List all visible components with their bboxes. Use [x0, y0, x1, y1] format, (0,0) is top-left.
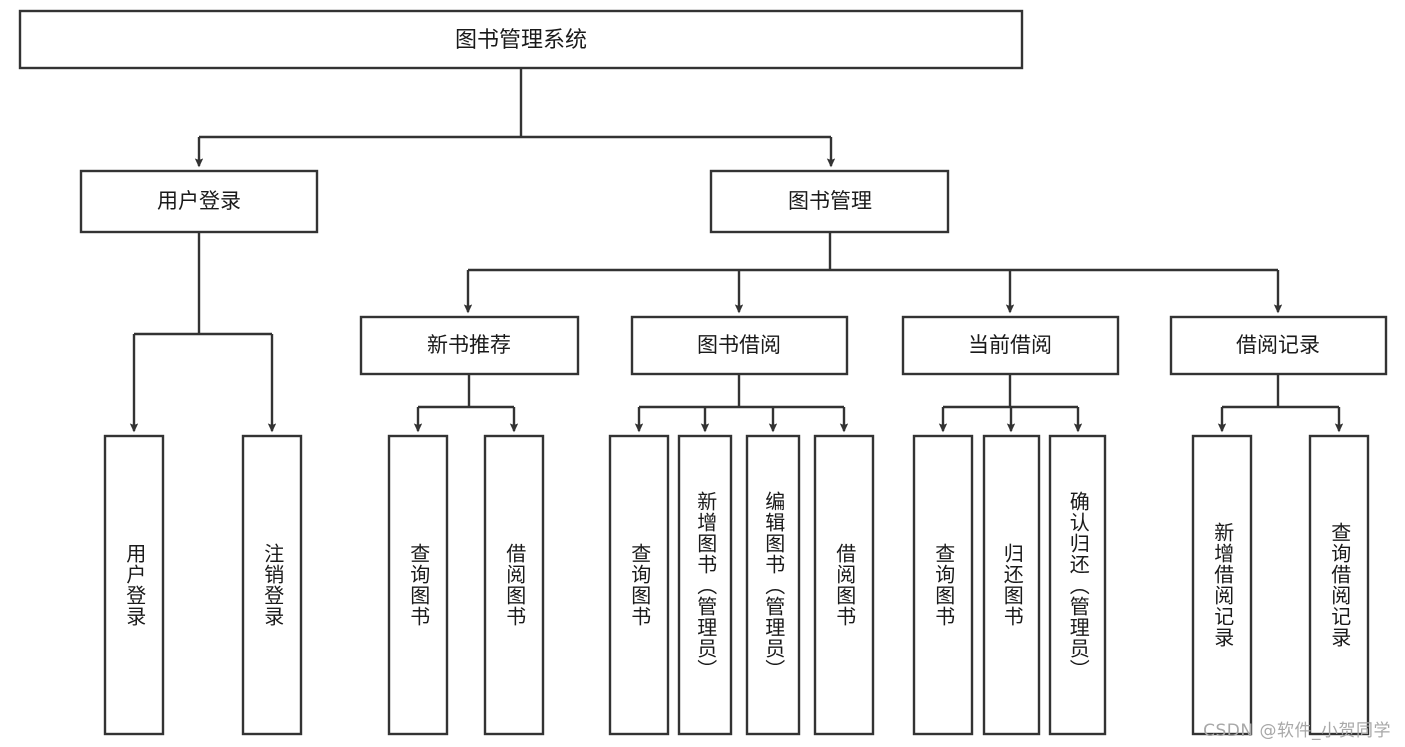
- node-book-borrow[interactable]: 图书借阅: [630, 315, 849, 376]
- node-book-mgmt-box[interactable]: [709, 169, 950, 234]
- node-current-borrow-box[interactable]: [901, 315, 1120, 376]
- node-book-mgmt[interactable]: 图书管理: [709, 169, 950, 234]
- leaf-query-borrow-record-box[interactable]: [1308, 434, 1370, 736]
- leaf-borrow-book-box[interactable]: [813, 434, 875, 736]
- node-root[interactable]: 图书管理系统: [18, 9, 1024, 70]
- connector-group-book-mgmt: [463, 232, 1283, 314]
- node-user-login[interactable]: 用户登录: [79, 169, 319, 234]
- leaf-borrow-book-rec-box[interactable]: [483, 434, 545, 736]
- leaf-query-book-borrow-box[interactable]: [608, 434, 670, 736]
- leaf-user-login-box[interactable]: [103, 434, 165, 736]
- node-borrow-record[interactable]: 借阅记录: [1169, 315, 1388, 376]
- node-borrow-record-label: 借阅记录: [1236, 333, 1320, 357]
- connector-group-borrow-record: [1217, 374, 1344, 433]
- connector-group-root: [194, 68, 836, 168]
- watermark-text: CSDN @软件_小贺同学: [1203, 721, 1391, 741]
- connector-group-user-login: [129, 232, 277, 433]
- leaf-return-book-box[interactable]: [982, 434, 1041, 736]
- node-user-login-box[interactable]: [79, 169, 319, 234]
- node-book-mgmt-label: 图书管理: [788, 189, 872, 213]
- connector-group-book-borrow: [634, 374, 849, 433]
- node-book-borrow-label: 图书借阅: [697, 333, 781, 357]
- leaf-edit-book-admin-box[interactable]: [745, 434, 801, 736]
- connector-group-current-borrow: [938, 374, 1083, 433]
- leaf-box-group: [103, 434, 1370, 736]
- leaf-query-book-current-box[interactable]: [912, 434, 974, 736]
- node-new-book-rec-box[interactable]: [359, 315, 580, 376]
- node-borrow-record-box[interactable]: [1169, 315, 1388, 376]
- leaf-add-borrow-record-box[interactable]: [1191, 434, 1253, 736]
- node-root-box[interactable]: [18, 9, 1024, 70]
- node-user-login-label: 用户登录: [157, 189, 241, 213]
- node-current-borrow[interactable]: 当前借阅: [901, 315, 1120, 376]
- node-book-borrow-box[interactable]: [630, 315, 849, 376]
- node-current-borrow-label: 当前借阅: [968, 333, 1052, 357]
- leaf-query-book-rec-box[interactable]: [387, 434, 449, 736]
- leaf-add-book-admin-box[interactable]: [677, 434, 733, 736]
- node-new-book-rec-label: 新书推荐: [427, 333, 511, 357]
- leaf-logout-box[interactable]: [241, 434, 303, 736]
- leaf-confirm-return-box[interactable]: [1048, 434, 1107, 736]
- connector-group-new-book-rec: [413, 374, 519, 433]
- node-root-label: 图书管理系统: [455, 28, 587, 53]
- node-new-book-rec[interactable]: 新书推荐: [359, 315, 580, 376]
